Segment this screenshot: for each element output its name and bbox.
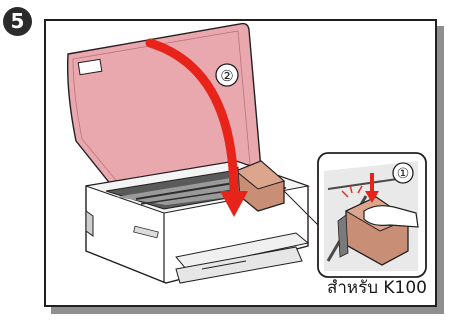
- model-caption: สำหรับ K100: [327, 274, 427, 301]
- step-number-badge: 5: [3, 7, 32, 36]
- callout-one: ①: [397, 166, 410, 182]
- zoom-inset: ①: [318, 153, 426, 277]
- callout-two: ②: [220, 67, 233, 85]
- illustration-frame: ② ① สำหรับ K100: [44, 19, 437, 307]
- printer-illustration: ② ①: [46, 21, 435, 305]
